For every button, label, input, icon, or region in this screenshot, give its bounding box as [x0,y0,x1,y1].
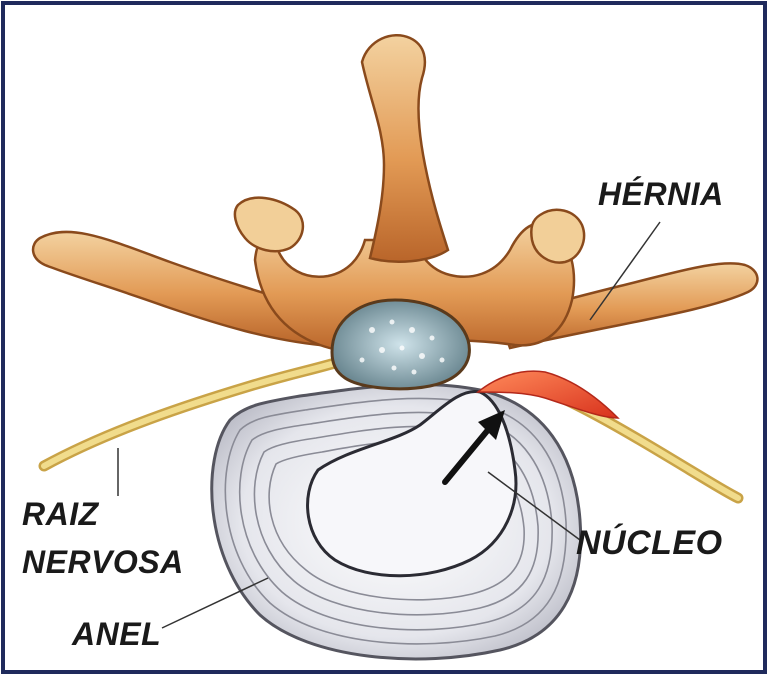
label-hernia: HÉRNIA [598,178,724,210]
label-nucleo: NÚCLEO [576,526,723,560]
articular-process-left [235,198,303,252]
label-anel: ANEL [72,618,161,650]
articular-process-right [531,210,584,263]
spinal-canal [332,300,469,389]
spinous-process [362,35,448,261]
label-raiz: RAIZ [22,498,99,530]
label-nervosa: NERVOSA [22,546,184,578]
